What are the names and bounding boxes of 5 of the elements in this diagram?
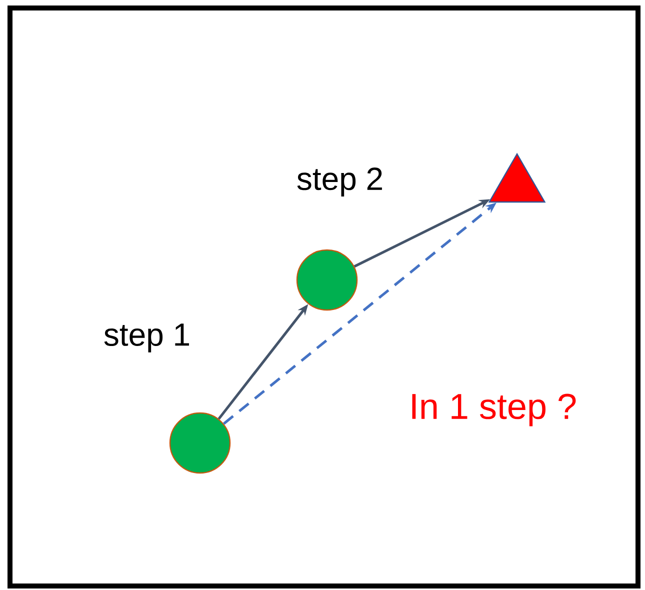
circle-marker <box>296 249 358 311</box>
circle-marker <box>169 412 231 474</box>
edge-label: step 2 <box>297 168 382 196</box>
edge-label: In 1 step ? <box>412 394 576 426</box>
edge-label: step 1 <box>104 324 189 352</box>
